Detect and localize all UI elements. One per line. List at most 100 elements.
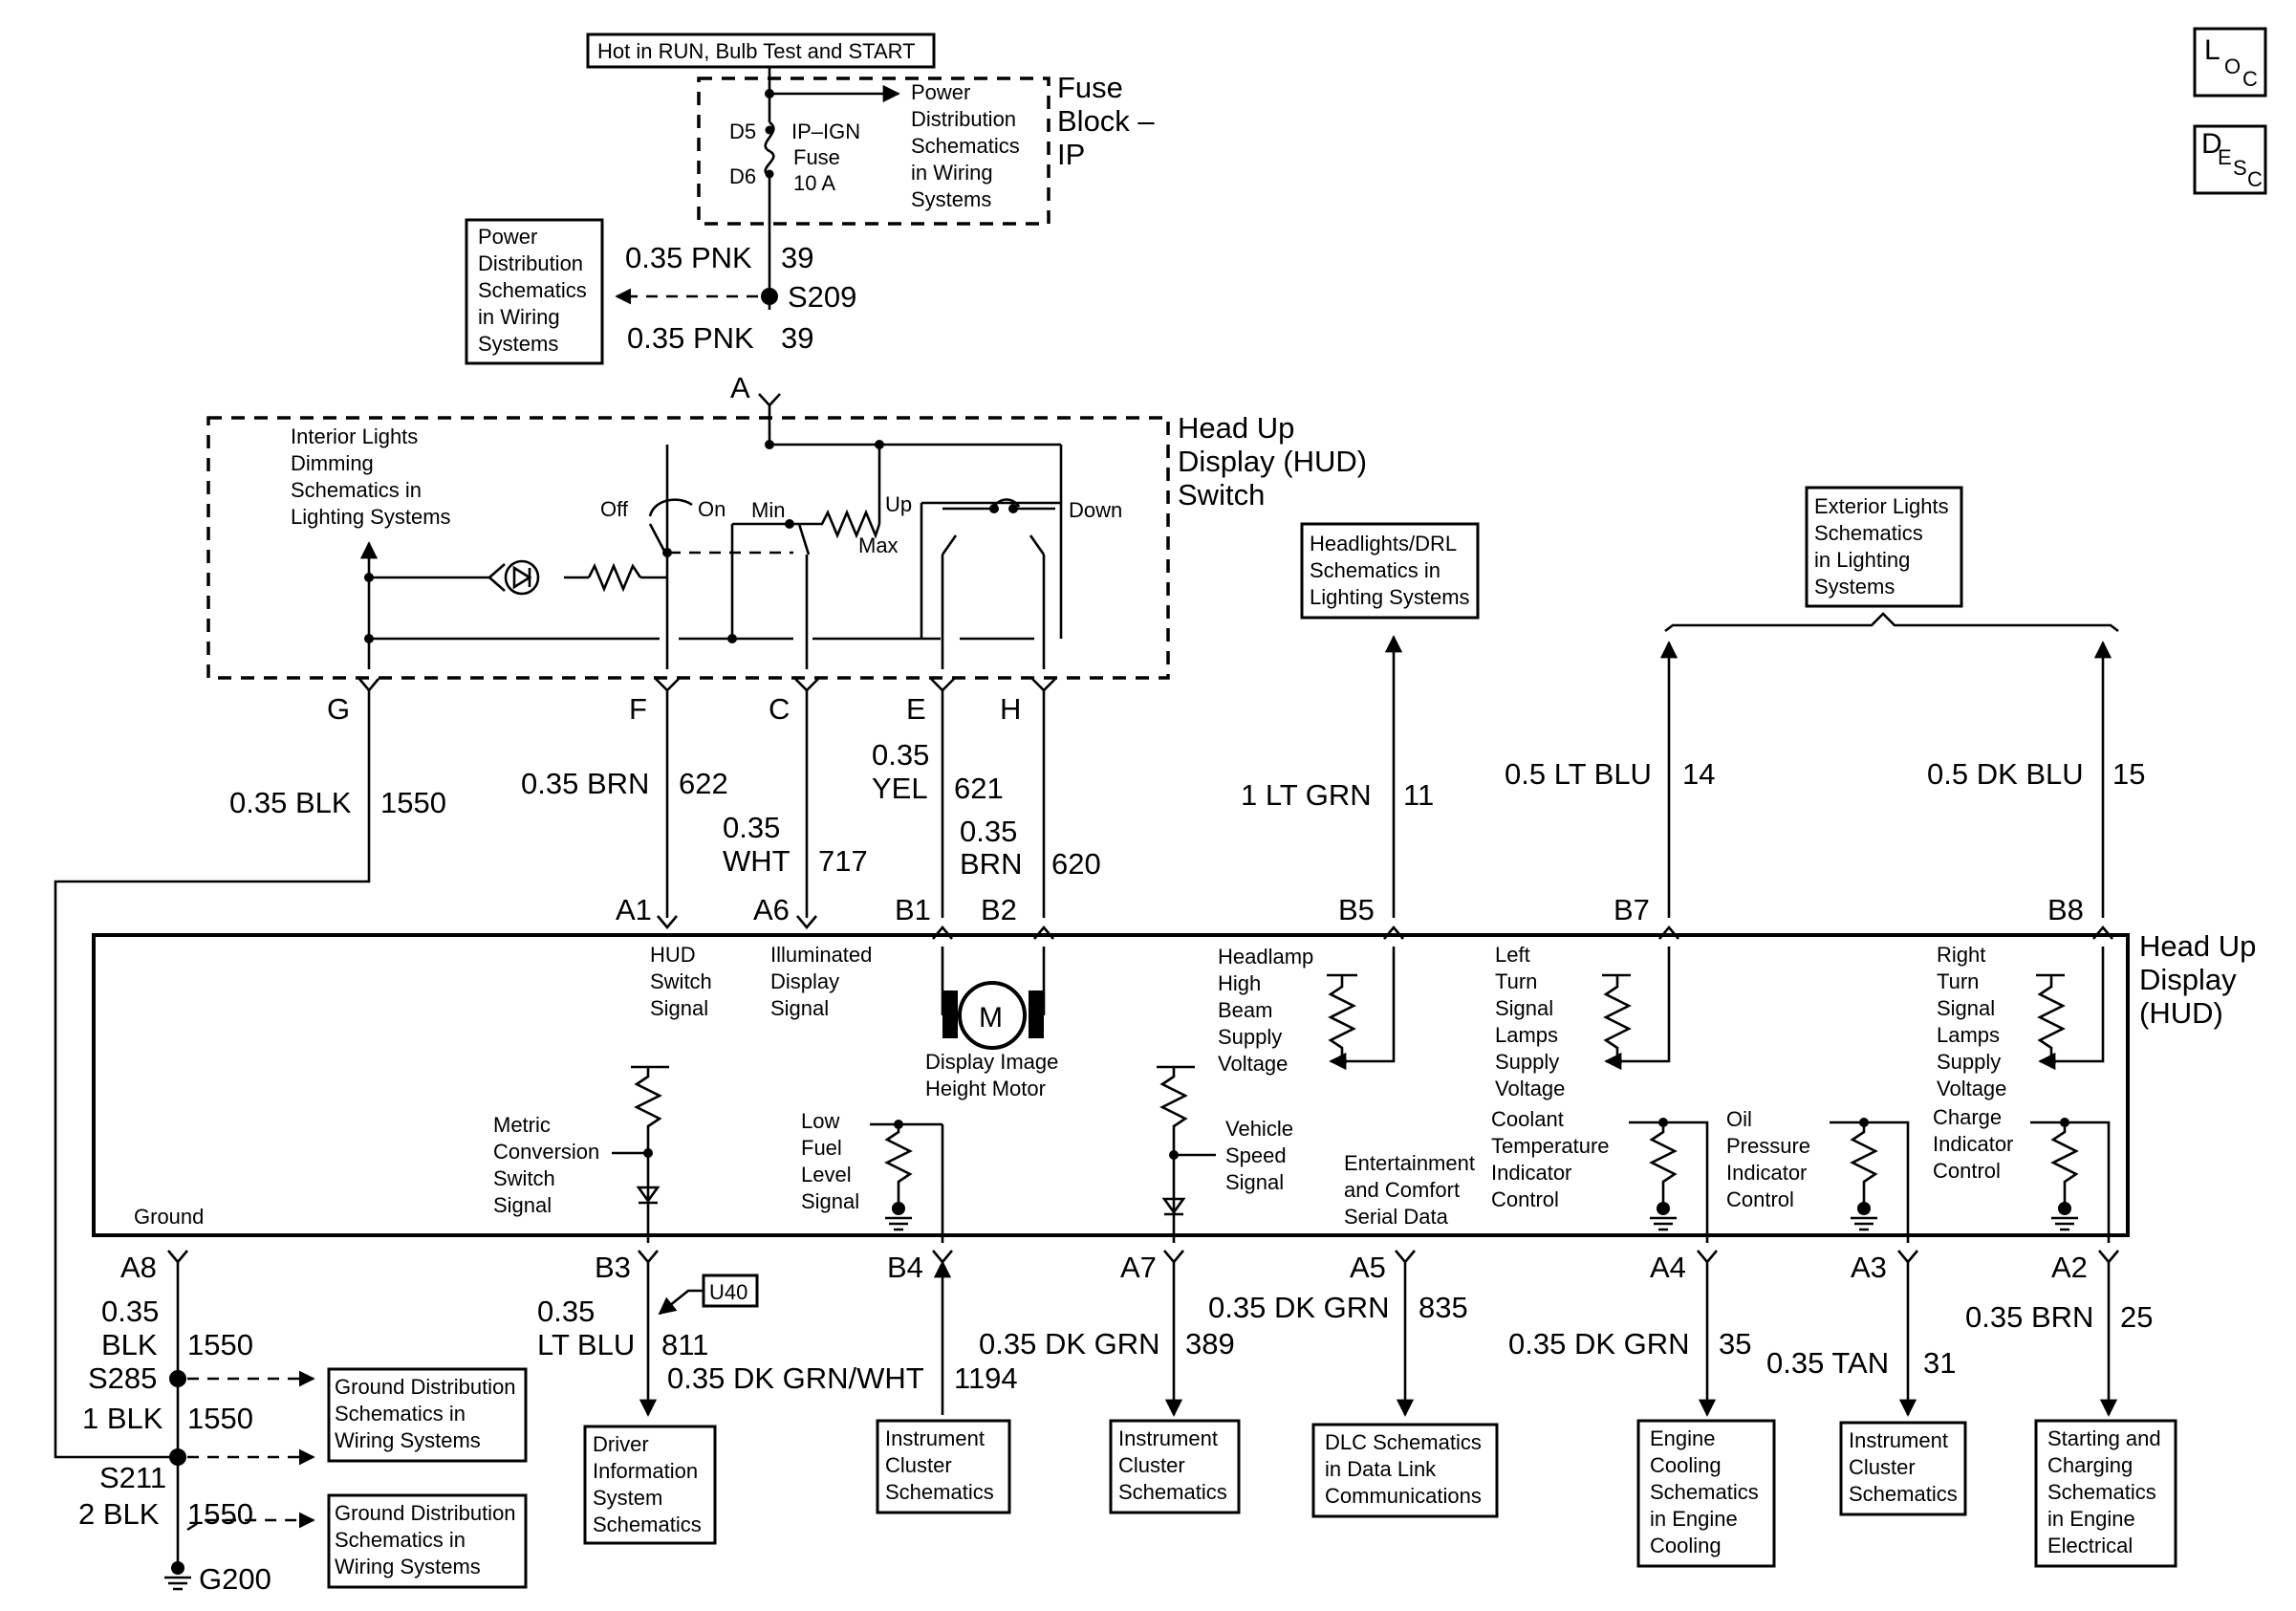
instrument-cluster-ref-1[interactable]: Instrument Cluster Schematics — [876, 1419, 1011, 1514]
svg-text:Coolant: Coolant — [1491, 1107, 1564, 1131]
svg-text:Beam: Beam — [1218, 998, 1272, 1022]
hud-pin-b3: B3 — [595, 1251, 631, 1284]
a3-wire-circuit: 31 — [1923, 1346, 1956, 1380]
svg-text:Switch: Switch — [1178, 478, 1265, 512]
wire-b8-circuit: 15 — [2112, 757, 2145, 791]
svg-text:Lamps: Lamps — [1937, 1023, 2000, 1047]
coolant-ground-lines — [1650, 1216, 1677, 1231]
svg-text:DLC Schematics: DLC Schematics — [1325, 1430, 1482, 1454]
exterior-lights-ref-box[interactable]: Exterior Lights Schematics in Lighting S… — [1805, 486, 1963, 608]
coolant-node-dot — [1658, 1118, 1668, 1127]
svg-text:in Data Link: in Data Link — [1325, 1457, 1437, 1481]
power-distribution-arrow-label: Power Distribution Schematics in Wiring … — [911, 80, 1020, 211]
coolant-indicator-label: Coolant Temperature Indicator Control — [1491, 1107, 1610, 1211]
svg-text:Control: Control — [1726, 1187, 1794, 1211]
svg-text:Headlights/DRL: Headlights/DRL — [1310, 532, 1457, 555]
fuse-pin-d6-dot — [765, 169, 774, 179]
b3-wire-size: 0.35 — [537, 1295, 595, 1328]
wire-pnk-top-circuit: 39 — [781, 241, 813, 274]
desc-icon[interactable]: D E S C — [2193, 124, 2267, 195]
low-fuel-node-dot — [894, 1120, 903, 1129]
svg-text:Schematics: Schematics — [2047, 1480, 2156, 1504]
loc-icon[interactable]: L O C — [2193, 27, 2267, 98]
g200-ground-lines — [164, 1576, 191, 1591]
a7-wire-color: 0.35 DK GRN — [979, 1327, 1160, 1361]
low-fuel-resistor-icon — [870, 1122, 944, 1243]
fuse-block-outline — [697, 76, 1051, 226]
b4-wire-color: 0.35 DK GRN/WHT — [667, 1361, 924, 1395]
headlamp-resistor-icon — [1327, 947, 1396, 1061]
svg-text:Schematics in: Schematics in — [335, 1402, 466, 1426]
svg-text:in Wiring: in Wiring — [478, 305, 560, 329]
svg-text:Signal: Signal — [1495, 996, 1553, 1020]
exterior-lights-bracket — [1664, 612, 2119, 633]
a3-wire-color: 0.35 TAN — [1766, 1346, 1889, 1380]
vehicle-speed-label: Vehicle Speed Signal — [1225, 1117, 1293, 1194]
instrument-cluster-ref-3[interactable]: Instrument Cluster Schematics — [1839, 1421, 1967, 1516]
svg-text:Cluster: Cluster — [885, 1453, 952, 1477]
svg-text:Indicator: Indicator — [1933, 1132, 2013, 1156]
led-icon — [488, 563, 506, 592]
svg-text:Indicator: Indicator — [1491, 1161, 1571, 1185]
svg-text:Lamps: Lamps — [1495, 1023, 1558, 1047]
low-fuel-label: Low Fuel Level Signal — [801, 1109, 859, 1213]
svg-text:Instrument: Instrument — [1118, 1426, 1218, 1450]
charge-ground-lines — [2051, 1216, 2078, 1231]
wire-g-color: 0.35 BLK — [229, 786, 352, 819]
ground-distribution-ref-1[interactable]: Ground Distribution Schematics in Wiring… — [327, 1367, 528, 1463]
splice-s209-dot — [761, 288, 778, 305]
wire-b7-color: 0.5 LT BLU — [1505, 757, 1652, 791]
svg-text:Fuel: Fuel — [801, 1136, 842, 1160]
svg-text:in Lighting: in Lighting — [1814, 548, 1910, 572]
hud-pin-b2: B2 — [981, 893, 1017, 926]
u40-badge[interactable]: U40 — [702, 1274, 759, 1308]
svg-text:Dimming: Dimming — [291, 451, 374, 475]
a7-wire-circuit: 389 — [1185, 1327, 1235, 1361]
a2-wire-circuit: 25 — [2120, 1300, 2153, 1334]
engine-cooling-ref-box[interactable]: Engine Cooling Schematics in Engine Cool… — [1636, 1419, 1776, 1568]
svg-text:Control: Control — [1933, 1159, 2001, 1183]
splice-s211: S211 — [99, 1461, 166, 1494]
a8-wire-circuit: 1550 — [187, 1328, 253, 1361]
svg-text:Cluster: Cluster — [1849, 1455, 1916, 1479]
driver-info-ref-box[interactable]: Driver Information System Schematics — [583, 1425, 717, 1545]
wire-h-color: BRN — [960, 847, 1022, 881]
ground-distribution-ref-2[interactable]: Ground Distribution Schematics in Wiring… — [327, 1493, 528, 1589]
desc-letter-e: E — [2218, 145, 2232, 169]
metric-conversion-label: Metric Conversion Switch Signal — [493, 1113, 599, 1217]
loc-letter-o: O — [2224, 54, 2241, 78]
headlights-drl-ref-box[interactable]: Headlights/DRL Schematics in Lighting Sy… — [1300, 522, 1480, 620]
desc-letter-s: S — [2233, 156, 2247, 180]
switch-feed-bus — [665, 443, 1063, 545]
svg-text:Head Up: Head Up — [2139, 929, 2256, 963]
up-down-contacts-icon — [941, 507, 1055, 555]
power-distribution-ref-box[interactable]: Power Distribution Schematics in Wiring … — [465, 218, 604, 365]
svg-text:Illuminated: Illuminated — [770, 943, 872, 967]
hud-ground-label: Ground — [134, 1205, 204, 1229]
svg-text:Wiring Systems: Wiring Systems — [335, 1555, 481, 1578]
left-turn-supply-label: Left Turn Signal Lamps Supply Voltage — [1495, 943, 1565, 1100]
display-height-motor-icon: M — [942, 981, 1044, 1050]
starting-charging-ref-box[interactable]: Starting and Charging Schematics in Engi… — [2034, 1419, 2177, 1568]
svg-text:Hot in RUN, Bulb Test and STAR: Hot in RUN, Bulb Test and START — [597, 39, 916, 63]
wire-pnk-top: 0.35 PNK — [625, 241, 752, 274]
hud-top-connectors — [657, 915, 2113, 940]
svg-text:Driver: Driver — [593, 1432, 649, 1456]
charge-resistor-icon — [2030, 1121, 2111, 1243]
splice-s211-dot — [169, 1448, 186, 1466]
a8-wire-color: BLK — [101, 1328, 158, 1361]
b3-wire-color: LT BLU — [537, 1328, 635, 1361]
wire-f-circuit: 622 — [679, 767, 728, 800]
fuse-block-label: Fuse Block – IP — [1057, 71, 1155, 171]
instrument-cluster-ref-2[interactable]: Instrument Cluster Schematics — [1109, 1419, 1241, 1514]
off-on-pivot-dot — [662, 548, 672, 557]
svg-text:Charging: Charging — [2047, 1453, 2133, 1477]
right-turn-resistor-icon — [2036, 947, 2105, 1061]
right-turn-supply-label: Right Turn Signal Lamps Supply Voltage — [1937, 943, 2006, 1100]
a5-wire-circuit: 835 — [1419, 1291, 1468, 1324]
coolant-resistor-icon — [1629, 1121, 1709, 1243]
svg-text:Signal: Signal — [770, 996, 829, 1020]
dlc-ref-box[interactable]: DLC Schematics in Data Link Communicatio… — [1311, 1423, 1499, 1518]
svg-text:Signal: Signal — [1225, 1170, 1284, 1194]
